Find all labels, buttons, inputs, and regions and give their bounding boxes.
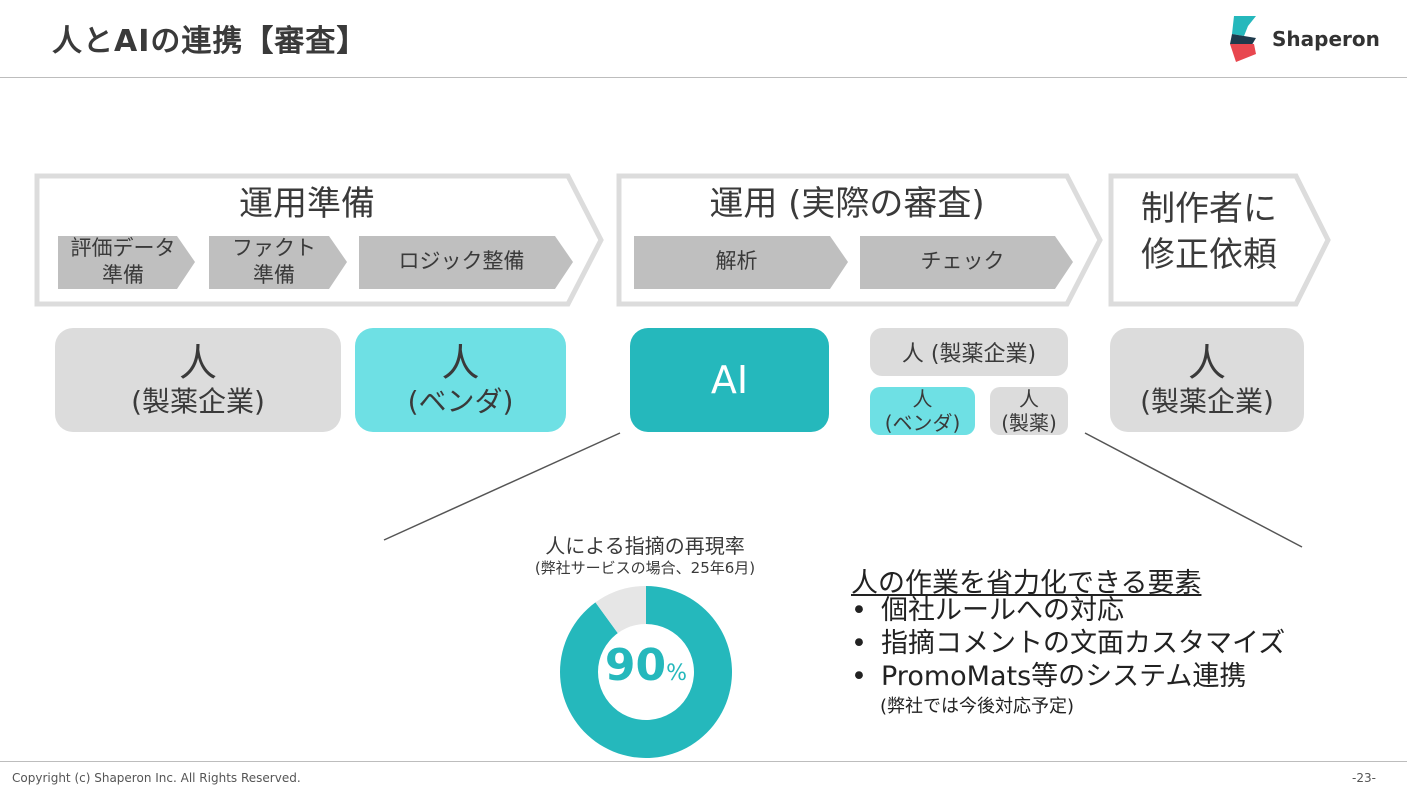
phase-3-title: 制作者に 修正依頼 <box>1141 189 1277 275</box>
features-note: (弊社では今後対応予定) <box>880 696 1075 717</box>
step-label-eval-data: 評価データ 準備 <box>70 236 176 287</box>
connector-lines <box>383 432 1303 548</box>
page-title: 人とAIの連携【審査】 <box>52 24 368 59</box>
actor-sub-label: (製薬企業) <box>131 385 265 418</box>
donut-chart <box>560 586 732 758</box>
actor-human-pharma-request: 人 (製薬企業) <box>1110 328 1304 432</box>
shaperon-logo-icon <box>1230 16 1256 62</box>
list-item: • 個社ルールへの対応 <box>851 594 1285 627</box>
actor-label: 人 (製薬企業) <box>901 342 1037 367</box>
actor-human-pharma-small: 人 (製薬) <box>990 387 1068 435</box>
copyright: Copyright (c) Shaperon Inc. All Rights R… <box>12 771 301 785</box>
actor-label: 人 <box>441 341 480 385</box>
actor-label: 人 <box>1019 387 1039 411</box>
step-2-shape <box>209 236 347 289</box>
bullet: • <box>851 628 867 659</box>
actor-sub-label: (ベンダ) <box>407 385 514 418</box>
actor-label: 人 <box>178 341 217 385</box>
donut-title: 人による指摘の再現率 <box>545 534 745 558</box>
actor-sub-label: (製薬企業) <box>1140 385 1274 418</box>
actor-ai: AI <box>630 328 829 432</box>
donut-center-label: 90% <box>560 640 732 691</box>
step-label-fact: ファクト 準備 <box>232 236 316 287</box>
actor-label: 人 <box>912 387 933 411</box>
header-divider <box>0 77 1407 78</box>
actor-human-pharma-prep: 人 (製薬企業) <box>55 328 341 432</box>
step-3-shape <box>359 236 573 289</box>
donut-value: 90 <box>604 640 667 691</box>
phase-chevrons <box>34 173 1331 307</box>
actor-sub-label: (製薬) <box>1001 411 1057 435</box>
phase-1-title: 運用準備 <box>239 184 375 224</box>
donut-unit: % <box>666 661 688 686</box>
phase-1-chevron <box>34 173 604 307</box>
step-label-analysis: 解析 <box>715 249 758 273</box>
actor-sub-label: (ベンダ) <box>884 411 961 435</box>
list-item: • PromoMats等のシステム連携 <box>851 660 1285 693</box>
actor-ai-label: AI <box>710 358 749 402</box>
donut-slice-0 <box>560 586 732 758</box>
features-list: • 個社ルールへの対応 • 指摘コメントの文面カスタマイズ • PromoMats等の… <box>851 594 1285 693</box>
feature-text: 指摘コメントの文面カスタマイズ <box>881 628 1286 659</box>
phase-3-chevron <box>1108 173 1331 307</box>
donut-subtitle: (弊社サービスの場合、25年6月) <box>534 559 756 577</box>
list-item: • 指摘コメントの文面カスタマイズ <box>851 627 1285 660</box>
bullet: • <box>851 595 867 626</box>
phase-2-chevron <box>616 173 1103 307</box>
connector-left <box>383 432 621 541</box>
actor-human-vendor-small: 人 (ベンダ) <box>870 387 975 435</box>
logo-text: Shaperon <box>1272 27 1380 51</box>
actor-label: 人 <box>1187 341 1226 385</box>
step-1-shape <box>58 236 195 289</box>
phase-2-title: 運用 (実際の審査) <box>709 184 985 224</box>
footer-divider <box>0 761 1407 762</box>
feature-text: PromoMats等のシステム連携 <box>881 661 1247 692</box>
step-5-shape <box>860 236 1073 289</box>
actor-human-pharma-check: 人 (製薬企業) <box>870 328 1068 376</box>
page-number: -23- <box>1352 771 1376 785</box>
actor-human-vendor: 人 (ベンダ) <box>355 328 566 432</box>
bullet: • <box>851 661 867 692</box>
step-label-check: チェック <box>920 249 1005 273</box>
step-4-shape <box>634 236 848 289</box>
feature-text: 個社ルールへの対応 <box>881 595 1124 626</box>
step-label-logic: ロジック整備 <box>398 249 525 273</box>
connector-right <box>1084 432 1303 548</box>
features-title: 人の作業を省力化できる要素 <box>851 568 1202 599</box>
donut-slice-1 <box>595 586 646 634</box>
